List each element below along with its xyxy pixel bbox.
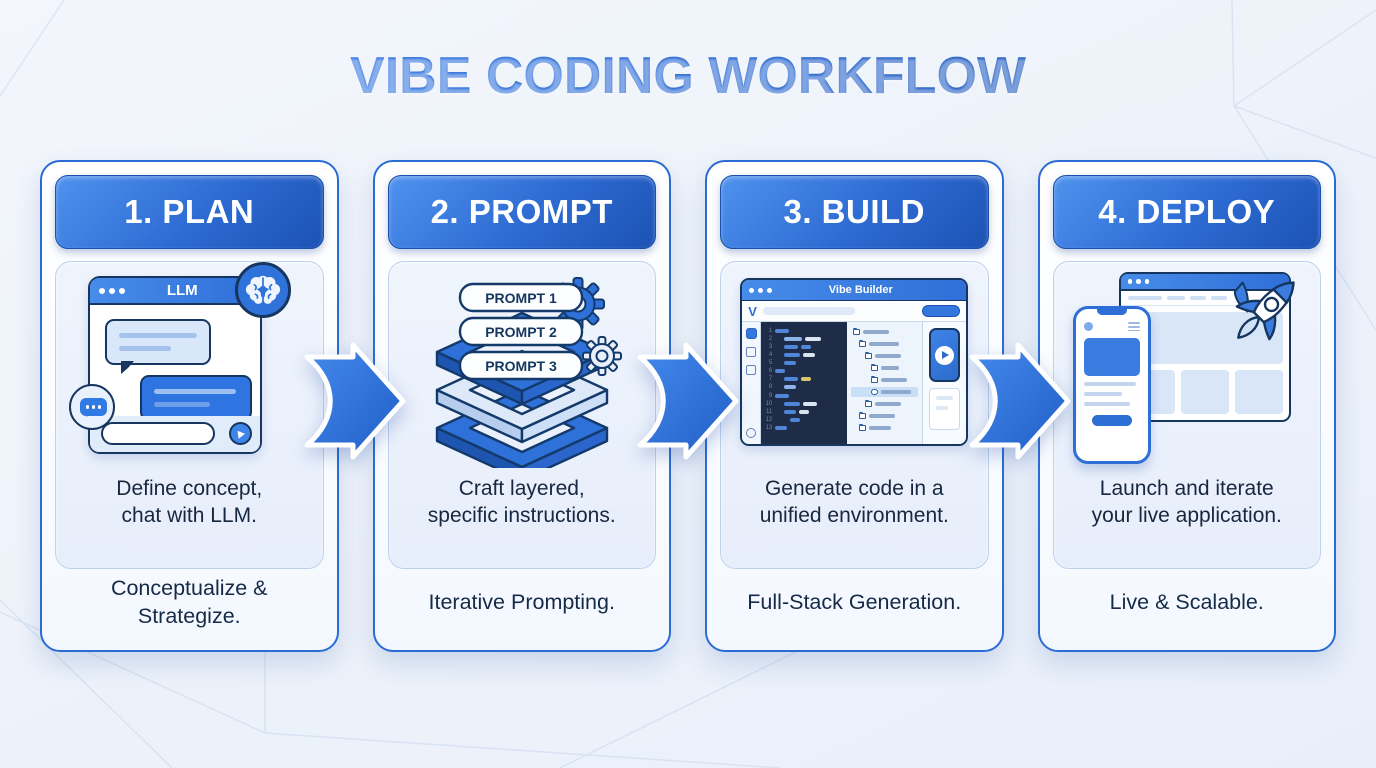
step-panel-deploy: Launch and iterate your live application… [1052, 261, 1321, 569]
step-header-plan: 1. PLAN [55, 175, 324, 249]
deploy-illustration [1063, 266, 1312, 468]
flow-arrow-icon [304, 342, 406, 460]
step-header-prompt: 2. PROMPT [387, 175, 656, 249]
step-header-build: 3. BUILD [720, 175, 989, 249]
ide-activity-bar [742, 322, 762, 444]
window-dots-icon [1127, 279, 1149, 284]
chat-bubble-sent [140, 375, 253, 430]
ide-toolbar: V [742, 301, 967, 322]
step-panel-build: Vibe Builder V [720, 261, 989, 569]
phone-hero-block [1083, 338, 1140, 377]
phone-mockup [1072, 306, 1151, 464]
prompt-pill-label: PROMPT 3 [485, 358, 557, 374]
files-icon [745, 328, 757, 339]
search-icon [746, 347, 757, 357]
extensions-icon [746, 365, 757, 375]
ide-titlebar: Vibe Builder [742, 280, 967, 301]
step-header-deploy: 4. DEPLOY [1052, 175, 1321, 249]
step-card-deploy: 4. DEPLOY [1037, 160, 1336, 652]
hamburger-menu-icon [1127, 322, 1140, 332]
gear-outline-icon [581, 336, 622, 376]
build-illustration: Vibe Builder V [730, 266, 979, 468]
avatar [1083, 322, 1093, 332]
step-tagline: Full-Stack Generation. [747, 590, 962, 615]
step-description: Launch and iterate your live application… [1091, 477, 1282, 527]
preview-card [929, 388, 961, 430]
step-tagline: Live & Scalable. [1109, 590, 1264, 615]
step-panel-plan: LLM [55, 261, 324, 569]
ide-window: Vibe Builder V [740, 278, 969, 446]
chat-titlebar: LLM [90, 278, 261, 305]
typing-indicator-icon [69, 384, 115, 430]
chat-window-title: LLM [166, 282, 198, 299]
prompt-pill-label: PROMPT 1 [485, 290, 557, 306]
phone-cta-button [1091, 415, 1132, 427]
step-tagline: Conceptualize & Strategize. [110, 576, 268, 628]
chat-input-bar [90, 416, 261, 452]
chat-bubble-received [105, 319, 212, 374]
layer-stack-icon: PROMPT 1 PROMPT 2 PROMPT 3 [435, 277, 622, 468]
prompt-pill-label: PROMPT 2 [485, 324, 557, 340]
step-card-prompt: 2. PROMPT [372, 160, 671, 652]
ide-window-title: Vibe Builder [828, 284, 893, 296]
plan-illustration: LLM [65, 262, 314, 468]
component-tree [847, 322, 924, 444]
step-card-plan: 1. PLAN LLM [40, 160, 339, 652]
ide-logo: V [748, 303, 757, 319]
preview-pane [923, 322, 967, 444]
code-editor [761, 322, 848, 444]
step-description: Craft layered, specific instructions. [427, 477, 616, 527]
play-icon [935, 345, 955, 365]
step-description: Define concept, chat with LLM. [116, 477, 263, 527]
step-tagline: Iterative Prompting. [428, 590, 615, 615]
brain-icon [235, 262, 292, 318]
step-panel-prompt: PROMPT 1 PROMPT 2 PROMPT 3 Craft layered… [387, 261, 656, 569]
chat-text-input [101, 422, 216, 445]
page-title: VIBE CODING WORKFLOW [0, 46, 1376, 106]
ide-search-bar [762, 307, 855, 315]
flow-arrow-icon [637, 342, 739, 460]
flow-arrow-icon [969, 342, 1071, 460]
chat-window: LLM [88, 276, 263, 454]
window-dots-icon [749, 287, 773, 293]
step-card-build: 3. BUILD Vibe Builder V [705, 160, 1004, 652]
ide-run-button [922, 305, 961, 317]
step-description: Generate code in a unified environment. [759, 477, 949, 527]
rocket-icon [1221, 262, 1313, 359]
browser-nav [1120, 291, 1289, 306]
settings-gear-icon [746, 428, 757, 438]
window-dots-icon [99, 287, 126, 294]
video-preview [929, 328, 961, 382]
phone-notch [1096, 308, 1127, 315]
send-icon [229, 422, 253, 445]
browser-titlebar [1120, 274, 1289, 291]
prompt-illustration: PROMPT 1 PROMPT 2 PROMPT 3 [398, 266, 647, 468]
